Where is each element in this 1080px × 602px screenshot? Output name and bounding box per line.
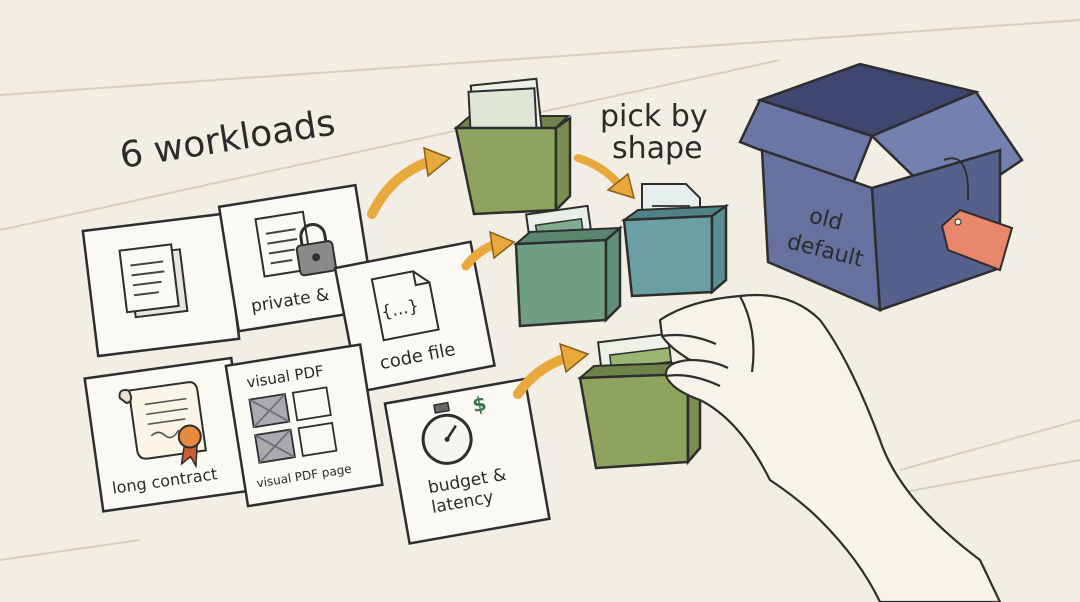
seal-ribbon-icon bbox=[177, 424, 202, 469]
annotation-line-1: pick by bbox=[600, 99, 708, 134]
arrow-icon bbox=[513, 342, 590, 399]
card-private: private & bbox=[217, 183, 377, 333]
arrow-icon bbox=[367, 146, 452, 219]
annotation-line-2: shape bbox=[612, 131, 703, 166]
price-tag-icon bbox=[940, 157, 1014, 272]
arrow-icon bbox=[574, 154, 636, 200]
sage-tray-middle bbox=[513, 204, 623, 328]
arrow-icon bbox=[461, 230, 516, 271]
card-code-file: {...} code file bbox=[333, 240, 497, 394]
image-placeholder-icon bbox=[248, 386, 338, 464]
card-document bbox=[81, 212, 241, 358]
title: 6 workloads bbox=[117, 102, 338, 176]
stopwatch-icon bbox=[421, 401, 473, 465]
card-visual-pdf: visual PDF visual PDF page bbox=[224, 343, 384, 508]
card-budget-latency: $ budget & latency bbox=[383, 377, 551, 545]
code-file-icon: {...} bbox=[370, 270, 440, 342]
card-long-contract: long contract bbox=[83, 356, 252, 513]
olive-tray-top bbox=[453, 77, 572, 216]
teal-tray-right bbox=[620, 183, 730, 298]
dollar-icon: $ bbox=[471, 391, 489, 417]
routing-arrows bbox=[367, 146, 636, 399]
old-default-box: old default bbox=[738, 62, 1024, 312]
lock-icon bbox=[295, 222, 337, 277]
hand-icon bbox=[658, 293, 1002, 602]
document-icon bbox=[118, 243, 189, 319]
